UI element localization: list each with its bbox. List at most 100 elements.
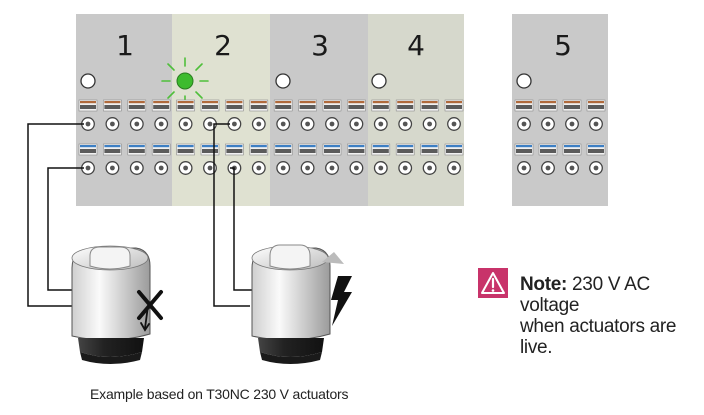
terminal-lever: [299, 149, 316, 153]
terminal-lever: [397, 149, 414, 153]
terminal-color-stripe: [540, 145, 556, 148]
terminal-lever: [446, 105, 462, 109]
terminal-color-stripe: [202, 101, 218, 104]
terminal-color-stripe: [397, 145, 414, 148]
note-line-2: when actuators are live.: [520, 316, 677, 358]
terminal-lever: [421, 105, 438, 109]
terminal-screw-hole: [158, 165, 164, 171]
terminal-lever: [516, 105, 532, 109]
terminal-color-stripe: [564, 101, 580, 104]
terminal-color-stripe: [372, 145, 389, 148]
terminal-color-stripe: [588, 101, 604, 104]
terminal-color-stripe: [275, 101, 292, 104]
terminal-screw-hole: [280, 121, 286, 127]
diagram-caption: Example based on T30NC 230 V actuators: [90, 386, 349, 402]
terminal-screw-hole: [329, 165, 335, 171]
terminal-lever: [128, 105, 145, 109]
terminal-color-stripe: [588, 145, 604, 148]
terminal-screw-hole: [110, 165, 115, 171]
terminal-screw-hole: [427, 121, 432, 127]
terminal-screw-hole: [232, 121, 237, 127]
terminal-color-stripe: [80, 101, 96, 104]
terminal-color-stripe: [516, 145, 532, 148]
terminal-lever: [588, 149, 604, 153]
terminal-color-stripe: [153, 101, 170, 104]
terminal-screw-hole: [451, 121, 457, 127]
note-text: Note: 230 V AC voltage when actuators ar…: [520, 274, 703, 358]
terminal-lever: [104, 149, 121, 153]
terminal-lever: [324, 105, 340, 109]
terminal-color-stripe: [372, 101, 389, 104]
zone-number-2: 2: [214, 29, 232, 62]
terminal-color-stripe: [128, 101, 145, 104]
terminal-color-stripe: [324, 145, 340, 148]
voltage-note: Note: 230 V AC voltage when actuators ar…: [478, 268, 703, 358]
terminal-lever: [250, 105, 267, 109]
terminal-screw-hole: [183, 121, 189, 127]
terminal-screw-hole: [305, 165, 310, 171]
terminal-lever: [324, 149, 340, 153]
terminal-screw-hole: [521, 165, 527, 171]
terminal-color-stripe: [250, 101, 267, 104]
terminal-screw-hole: [402, 165, 408, 171]
zone-1-led: [80, 73, 96, 89]
terminal-lever: [348, 149, 365, 153]
note-line-1: 230 V AC voltage: [520, 274, 650, 316]
terminal-screw-hole: [402, 121, 408, 127]
terminal-color-stripe: [177, 145, 194, 148]
terminal-lever: [372, 105, 389, 109]
terminal-screw-hole: [521, 121, 527, 127]
terminal-color-stripe: [540, 101, 556, 104]
zone-number-3: 3: [311, 29, 329, 62]
terminal-lever: [421, 149, 438, 153]
terminal-screw-hole: [256, 121, 262, 127]
terminal-color-stripe: [446, 101, 462, 104]
terminal-screw-hole: [85, 165, 91, 171]
terminal-lever: [80, 105, 96, 109]
actuator-2-wires: [213, 123, 252, 307]
terminal-color-stripe: [564, 145, 580, 148]
terminal-color-stripe: [104, 145, 121, 148]
terminal-screw-hole: [329, 121, 335, 127]
terminal-lever: [177, 149, 194, 153]
terminal-screw-hole: [280, 165, 286, 171]
terminal-color-stripe: [80, 145, 96, 148]
terminal-screw-hole: [183, 165, 189, 171]
terminal-screw-hole: [354, 165, 359, 171]
zone-number-5: 5: [554, 29, 572, 62]
terminal-color-stripe: [348, 101, 365, 104]
terminal-screw-hole: [158, 121, 164, 127]
terminal-screw-hole: [593, 121, 599, 127]
terminal-color-stripe: [299, 101, 316, 104]
terminal-color-stripe: [177, 101, 194, 104]
terminal-lever: [153, 149, 170, 153]
terminal-color-stripe: [275, 145, 292, 148]
terminal-color-stripe: [421, 101, 438, 104]
terminal-color-stripe: [226, 101, 243, 104]
actuator-1: [71, 245, 151, 364]
terminal-screw-hole: [451, 165, 457, 171]
zone-4-led: [371, 73, 387, 89]
terminal-lever: [177, 105, 194, 109]
actuator-1-wires: [27, 123, 84, 307]
terminal-screw-hole: [207, 165, 213, 171]
zone-2-led-glow: [161, 57, 209, 105]
terminal-color-stripe: [153, 145, 170, 148]
terminal-screw-hole: [354, 121, 359, 127]
lightning-bolt-icon: [331, 276, 352, 326]
terminal-lever: [128, 149, 145, 153]
terminal-lever: [202, 105, 218, 109]
terminal-screw-hole: [569, 165, 575, 171]
terminal-color-stripe: [397, 101, 414, 104]
terminal-color-stripe: [226, 145, 243, 148]
zone-3-led: [275, 73, 291, 89]
terminal-lever: [299, 105, 316, 109]
terminal-color-stripe: [250, 145, 267, 148]
terminal-lever: [202, 149, 218, 153]
crossed-out-icon: [137, 290, 163, 332]
terminal-color-stripe: [446, 145, 462, 148]
terminal-lever: [348, 105, 365, 109]
terminal-lever: [104, 105, 121, 109]
terminal-lever: [372, 149, 389, 153]
